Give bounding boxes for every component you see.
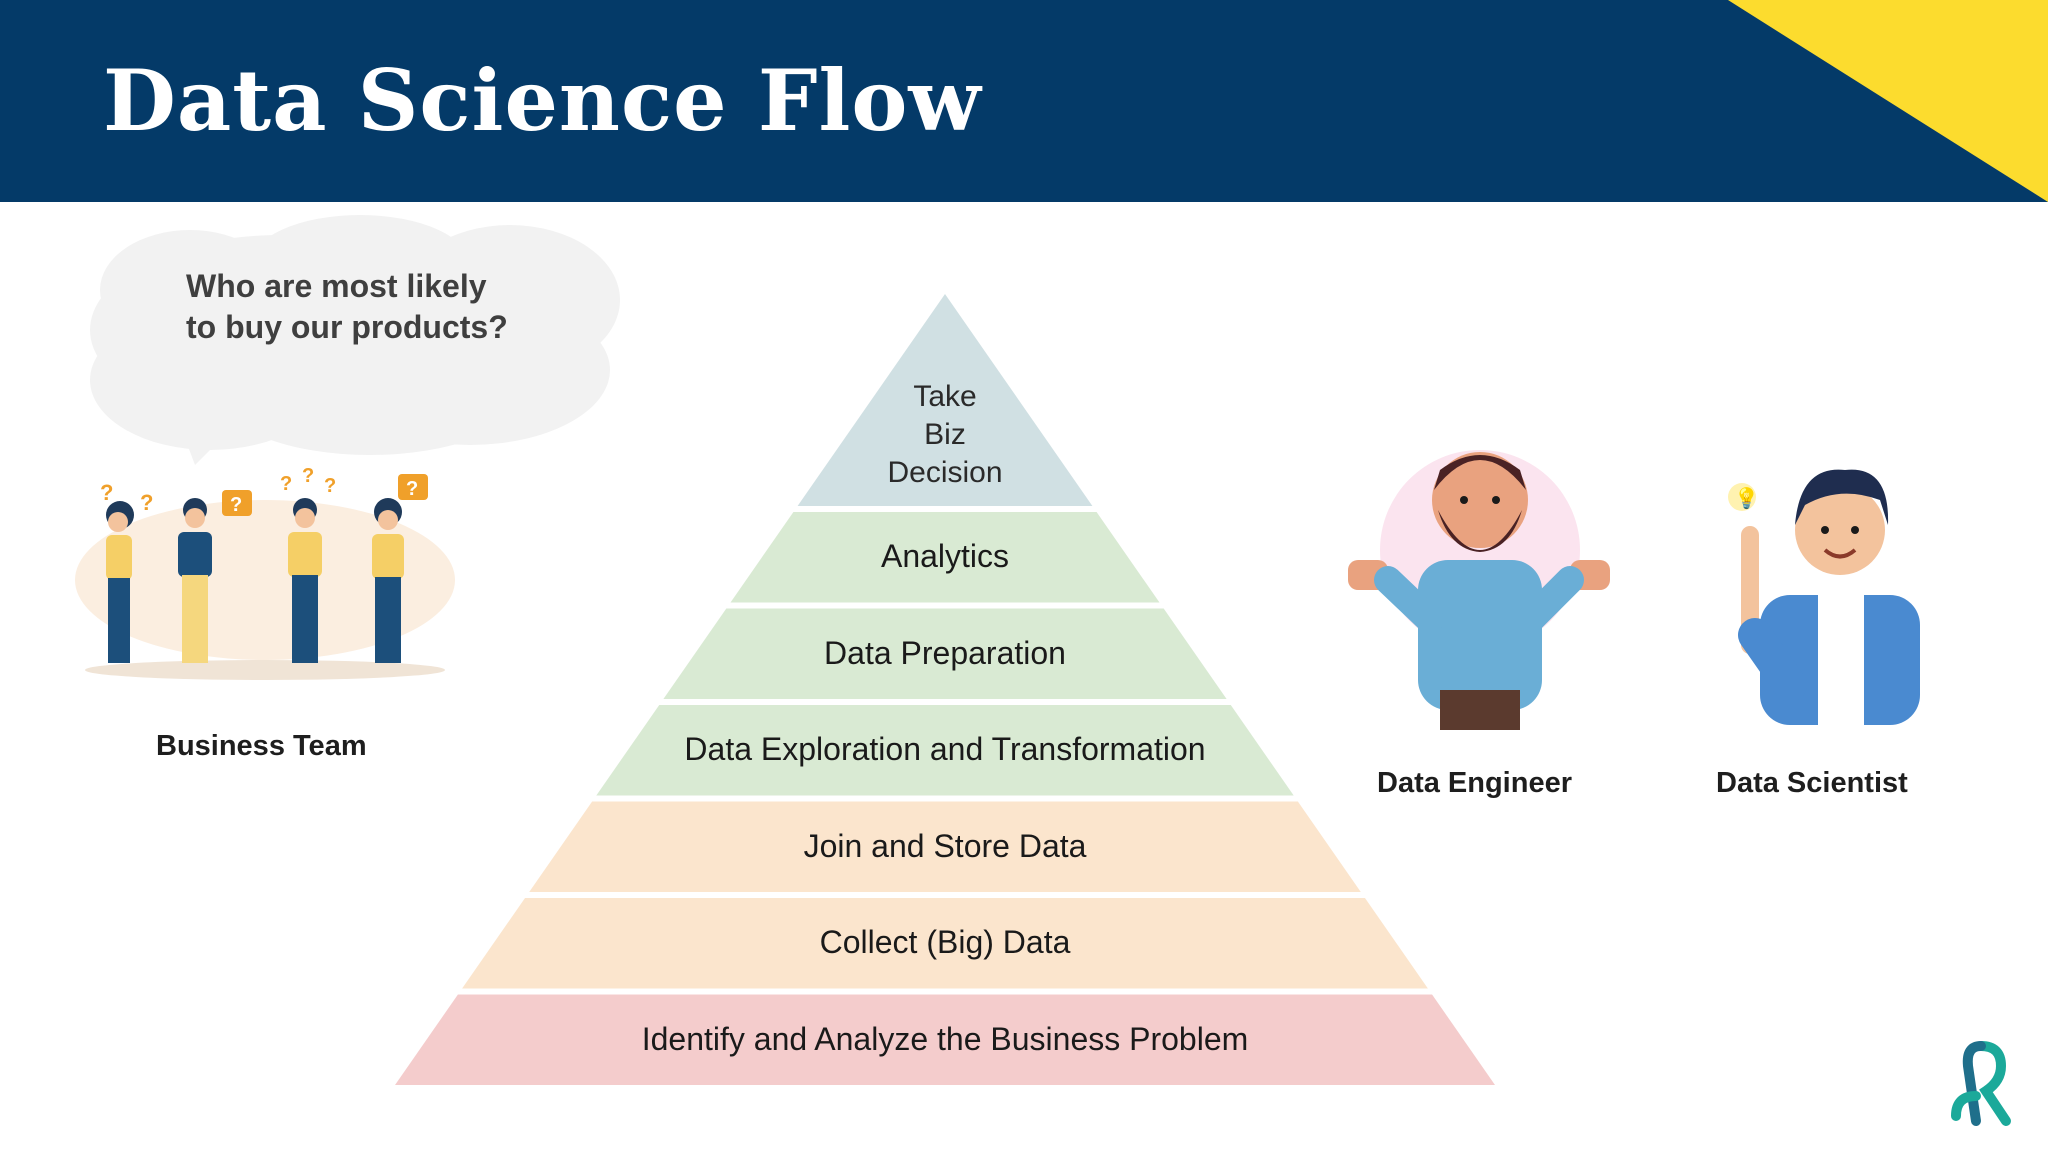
yellow-accent-triangle [1728, 0, 2048, 202]
thought-bubble [90, 215, 620, 465]
pyramid-layer-label: Analytics [880, 538, 1010, 575]
pyramid-layer [529, 801, 1361, 892]
svg-text:?: ? [230, 494, 242, 516]
pyramid-apex [797, 294, 1093, 506]
pyramid-layer-label: Collect (Big) Data [819, 924, 1071, 961]
pyramid-layer [462, 898, 1428, 989]
svg-text:?: ? [140, 490, 153, 515]
slide-title: Data Science Flow [103, 51, 982, 150]
pyramid-layer-label: Data Exploration and Transformation [684, 731, 1206, 768]
pyramid-layer-label: Identify and Analyze the Business Proble… [641, 1020, 1249, 1057]
pyramid-layer [596, 705, 1294, 796]
business-question: Who are most likely to buy our products? [186, 268, 508, 345]
pyramid-layer-label: Join and Store Data [803, 827, 1087, 864]
svg-text:?: ? [280, 473, 292, 495]
svg-text:?: ? [100, 480, 113, 505]
data-scientist-illustration: 💡 [1728, 469, 1920, 725]
pyramid-layer [663, 608, 1227, 699]
data-engineer-label: Data Engineer [1377, 767, 1572, 799]
svg-text:?: ? [406, 478, 418, 500]
apex-label-line: Decision [887, 456, 1003, 489]
data-scientist-label: Data Scientist [1716, 767, 1908, 799]
svg-text:?: ? [324, 475, 336, 497]
pyramid-layer [395, 994, 1495, 1085]
title-bar: Data Science Flow [0, 0, 2048, 202]
pyramid-layer [730, 512, 1160, 603]
brand-logo [1951, 1041, 2011, 1126]
svg-text:💡: 💡 [1734, 486, 1759, 510]
data-engineer-illustration [1348, 450, 1610, 730]
business-team-label: Business Team [156, 730, 367, 762]
svg-text:?: ? [302, 465, 314, 487]
pyramid-layer-label: Data Preparation [824, 634, 1066, 671]
apex-label-line: Biz [924, 418, 966, 451]
apex-label-line: Take [913, 380, 977, 413]
business-team-illustration: ? ? ? ? ? ? ? [75, 465, 455, 680]
